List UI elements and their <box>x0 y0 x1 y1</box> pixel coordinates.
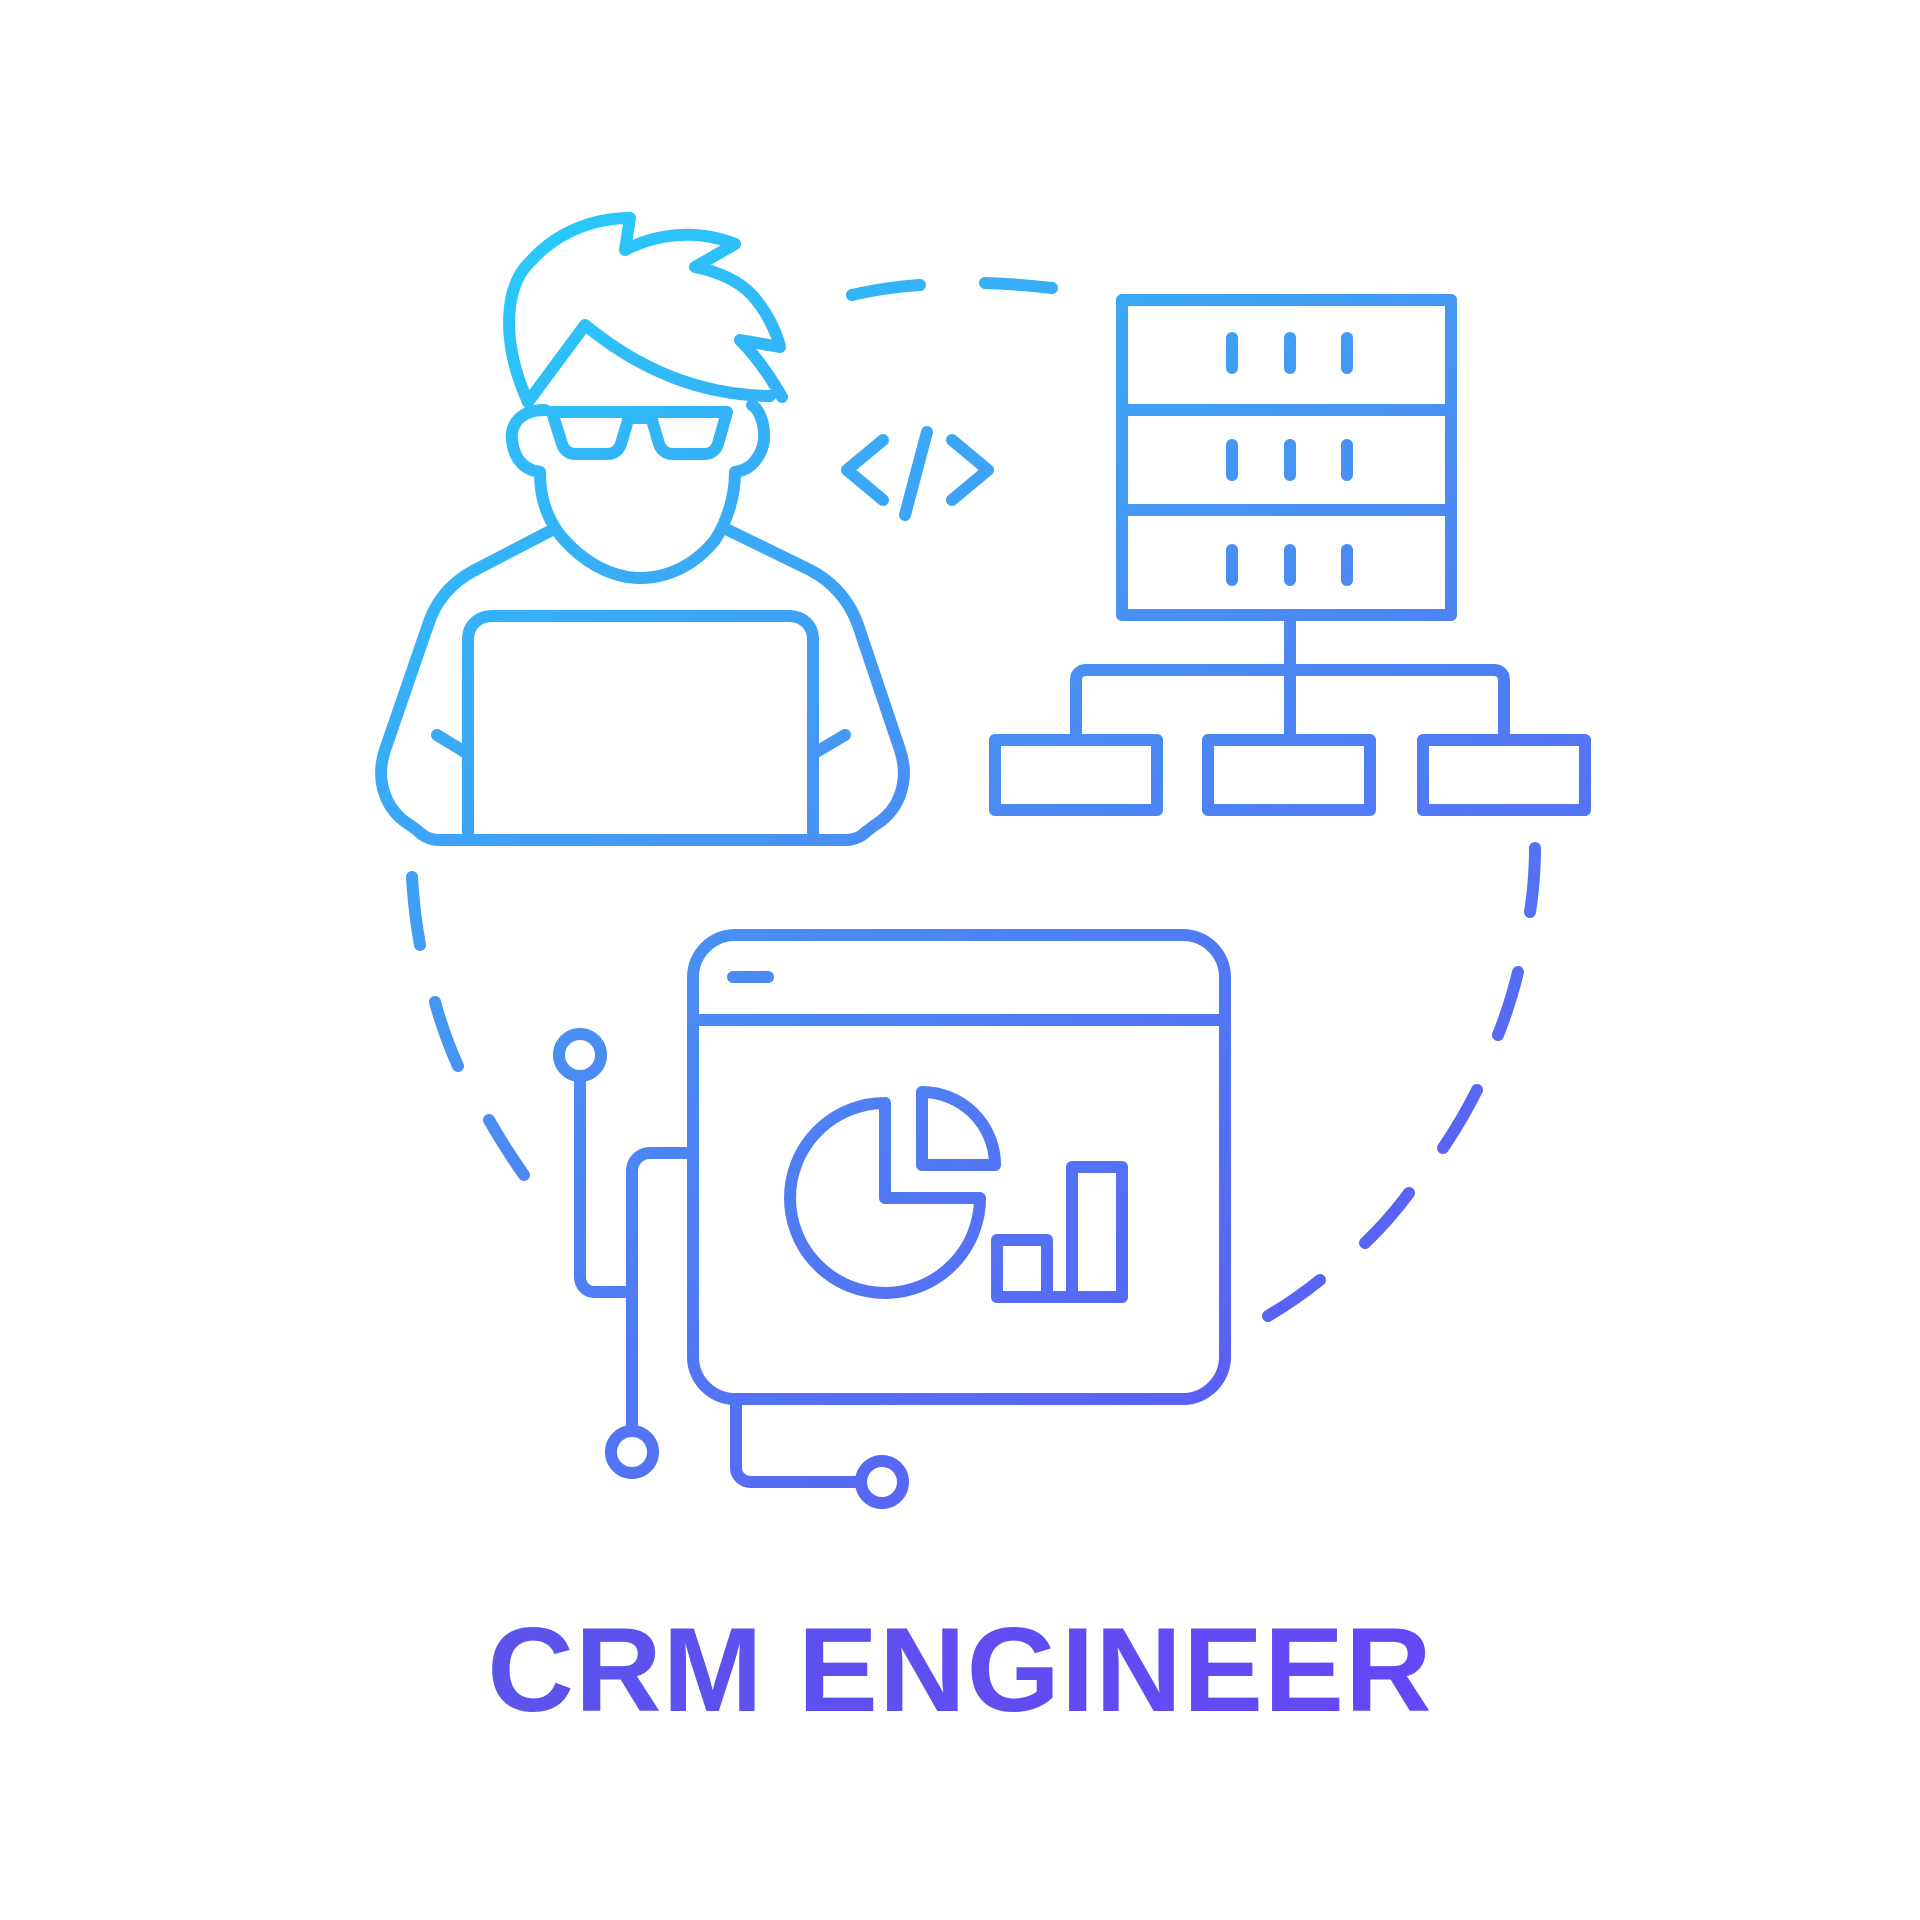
code-brackets-icon <box>841 426 994 521</box>
tree-diagram-icon <box>989 609 1591 816</box>
circuit-node-icon <box>553 1028 909 1509</box>
caption-text: CRM ENGINEER <box>487 1603 1433 1737</box>
engineer-with-laptop-icon <box>375 212 910 846</box>
bar-chart-icon <box>991 1161 1128 1303</box>
caption-title: CRM ENGINEER <box>0 1600 1920 1740</box>
server-rack-icon <box>1116 294 1457 621</box>
pie-chart-icon <box>784 1086 1001 1299</box>
analytics-window-icon <box>687 929 1231 1405</box>
dashed-cycle-icon <box>406 277 1541 1322</box>
